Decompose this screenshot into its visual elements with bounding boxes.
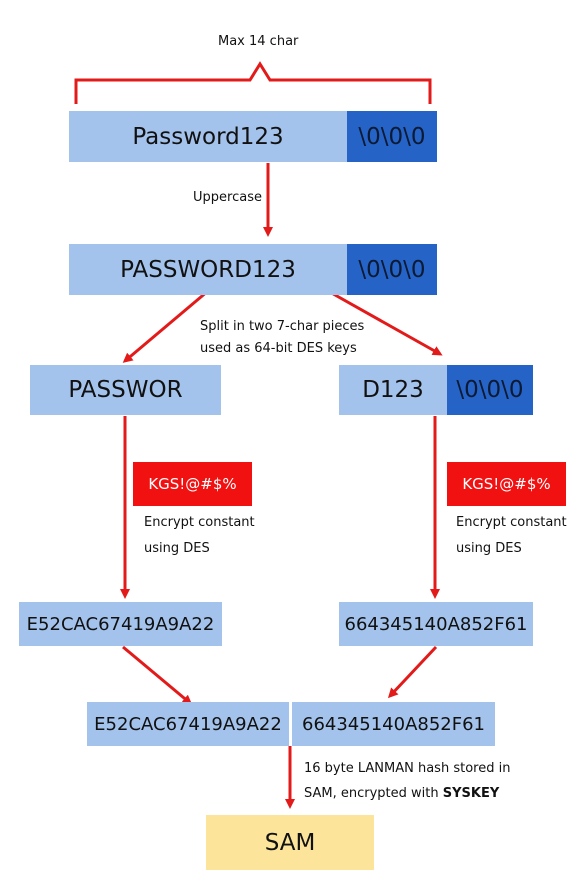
password-box: Password123: [69, 111, 347, 162]
left-half-box: PASSWOR: [30, 365, 221, 415]
hash-left-box: E52CAC67419A9A22: [19, 602, 222, 646]
arrow-merge-right: [387, 645, 438, 699]
stored-label-text: SAM, encrypted with: [304, 786, 443, 801]
split-label-line2: used as 64-bit DES keys: [200, 341, 357, 356]
max-length-brace: [74, 61, 432, 104]
syskey-label: SYSKEY: [442, 786, 500, 801]
encrypt-left-line1: Encrypt constant: [144, 515, 255, 530]
combined-hash-right: 664345140A852F61: [292, 702, 495, 746]
des-constant-left: KGS!@#$%: [133, 462, 252, 506]
uppercase-label: Uppercase: [193, 190, 262, 205]
sam-box: SAM: [206, 815, 374, 870]
stored-label-line1: 16 byte LANMAN hash stored in: [304, 761, 511, 776]
hash-right-box: 664345140A852F61: [339, 602, 533, 646]
uppercase-password-box: PASSWORD123: [69, 244, 347, 295]
des-constant-right: KGS!@#$%: [447, 462, 566, 506]
uppercase-null-padding: \0\0\0: [347, 244, 437, 295]
right-half-box: D123: [339, 365, 447, 415]
password-null-padding: \0\0\0: [347, 111, 437, 162]
max-chars-label: Max 14 char: [218, 34, 299, 49]
split-label-line1: Split in two 7-char pieces: [200, 319, 365, 334]
combined-hash-left: E52CAC67419A9A22: [87, 702, 289, 746]
encrypt-right-line1: Encrypt constant: [456, 515, 567, 530]
stored-label-line2: SAM, encrypted with SYSKEY: [304, 783, 499, 805]
arrow-split-right: [327, 289, 443, 356]
encrypt-right-line2: using DES: [456, 541, 522, 556]
encrypt-left-line2: using DES: [144, 541, 210, 556]
arrow-split-left: [122, 289, 209, 363]
arrow-merge-left: [122, 645, 193, 705]
right-half-null-padding: \0\0\0: [447, 365, 533, 415]
